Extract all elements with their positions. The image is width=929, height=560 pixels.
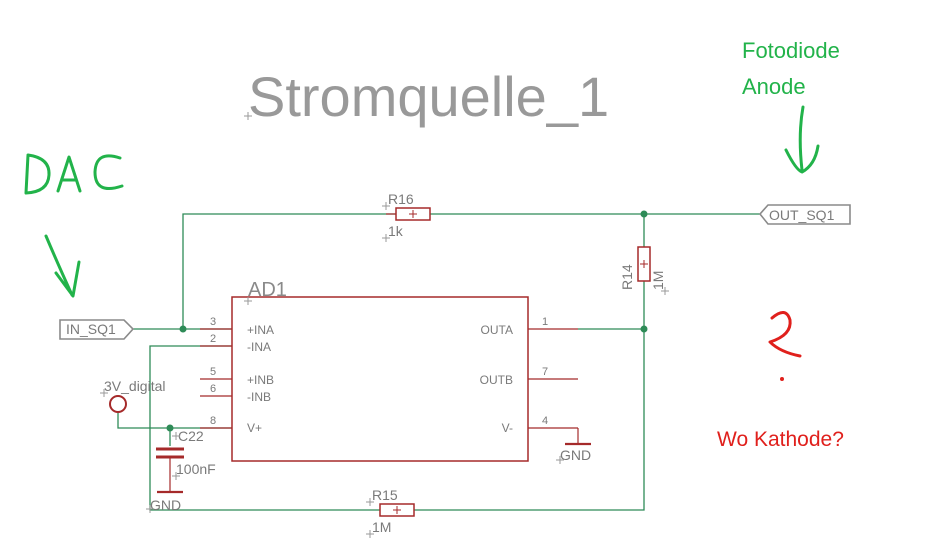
junction-out — [640, 325, 648, 333]
c22-value-cross — [172, 472, 180, 480]
r15-value: 1M — [372, 519, 391, 535]
pin-num-1: 1 — [542, 316, 548, 328]
dac-arrow — [44, 234, 81, 298]
fotodiode-line2: Anode — [742, 74, 806, 99]
in-label-box — [59, 319, 135, 340]
r16-name: R16 — [388, 191, 414, 207]
r15-value-cross — [366, 530, 374, 538]
in-label-text: IN_SQ1 — [66, 321, 116, 337]
wires — [117, 210, 760, 511]
fotodiode-line1: Fotodiode — [742, 38, 840, 63]
r15-body — [379, 503, 415, 517]
resistor-r16[interactable]: R16 1k — [382, 191, 431, 242]
wire-vplus — [117, 412, 232, 429]
r15-name: R15 — [372, 487, 398, 503]
r14-value: 1M — [650, 271, 666, 290]
gnd-symbol-ic[interactable]: GND — [556, 428, 591, 464]
pin-name-outa: OUTA — [481, 323, 513, 337]
pin-num-8: 8 — [210, 415, 216, 427]
r14-name: R14 — [619, 264, 635, 290]
pin-num-2: 2 — [210, 333, 216, 345]
pin-num-7: 7 — [542, 366, 548, 378]
c22-value: 100nF — [176, 461, 216, 477]
supply-circle — [109, 395, 127, 413]
question-mark-dot — [780, 377, 784, 381]
annotation-dac — [24, 153, 124, 298]
wo-kathode-text: Wo Kathode? — [717, 428, 844, 451]
gnd-symbol-cap[interactable]: GND — [146, 490, 183, 513]
dac-letter-d — [24, 153, 51, 195]
annotation-fotodiode: Fotodiode Anode — [742, 38, 840, 174]
dac-letter-c — [93, 154, 124, 190]
wire-feedback-right — [414, 329, 645, 511]
pin-num-6: 6 — [210, 383, 216, 395]
r14-body — [637, 246, 651, 282]
r15-name-cross — [366, 498, 374, 506]
pin-name-vminus: V- — [502, 421, 513, 435]
r14-center-cross — [640, 260, 648, 268]
c22-name: C22 — [178, 428, 204, 444]
gnd-ic-cross — [556, 456, 564, 464]
question-mark-curve — [768, 311, 802, 358]
schematic-title: Stromquelle_1 — [248, 65, 609, 128]
annotation-question: Wo Kathode? — [717, 311, 844, 451]
pin-num-4: 4 — [542, 415, 548, 427]
pin-name-inb-plus: +INB — [247, 373, 274, 387]
gnd-cap-label: GND — [150, 497, 181, 513]
ic-ad1[interactable]: AD1 3 2 5 6 8 +INA -INA +INB -INB V+ 1 7… — [200, 279, 578, 462]
ic-name: AD1 — [248, 279, 287, 301]
pin-name-outb: OUTB — [480, 373, 513, 387]
supply-label: 3V_digital — [104, 378, 166, 394]
r16-center-cross — [409, 210, 417, 218]
pin-num-3: 3 — [210, 316, 216, 328]
capacitor-c22[interactable]: C22 100nF — [156, 428, 216, 492]
gnd-ic-label: GND — [560, 447, 591, 463]
r16-value: 1k — [388, 223, 404, 239]
supply-cross — [100, 389, 108, 397]
r15-center-cross — [393, 506, 401, 514]
out-label-box — [758, 204, 851, 225]
pin-name-ina-plus: +INA — [247, 323, 274, 337]
fotodiode-arrow — [784, 105, 820, 174]
net-label-out-sq1[interactable]: OUT_SQ1 — [758, 204, 851, 225]
pin-name-inb-minus: -INB — [247, 390, 271, 404]
r16-name-cross — [382, 202, 390, 210]
wire-top — [182, 213, 396, 329]
pin-name-vplus: V+ — [247, 421, 262, 435]
resistor-r15[interactable]: R15 1M — [366, 487, 415, 538]
r16-body — [395, 207, 431, 221]
pin-name-ina-minus: -INA — [247, 340, 271, 354]
net-label-in-sq1[interactable]: IN_SQ1 — [59, 319, 135, 340]
out-label-text: OUT_SQ1 — [769, 207, 835, 223]
ic-name-cross — [244, 297, 252, 305]
c22-cross — [172, 432, 180, 440]
resistor-r14[interactable]: R14 1M — [619, 246, 669, 295]
gnd-cap-cross — [146, 505, 154, 513]
junction-top — [640, 210, 648, 218]
junction-vplus — [166, 424, 174, 432]
supply-3v-digital[interactable]: 3V_digital — [100, 378, 166, 413]
pin-num-5: 5 — [210, 366, 216, 378]
origin-cross — [244, 112, 252, 120]
dac-letter-a — [56, 155, 82, 193]
r14-cross — [661, 287, 669, 295]
r16-value-cross — [382, 234, 390, 242]
junction-in — [179, 325, 187, 333]
